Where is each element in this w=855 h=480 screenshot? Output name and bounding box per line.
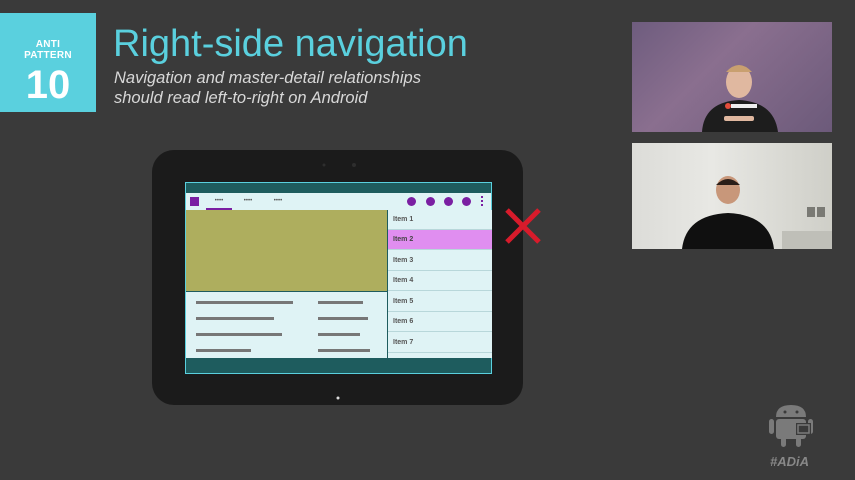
list-item[interactable]: Item 3 <box>388 251 492 271</box>
badge-line1: ANTI <box>35 39 61 50</box>
list-item-selected[interactable]: Item 2 <box>388 230 492 250</box>
tab-2[interactable]: •••• <box>243 198 253 204</box>
text-line <box>196 333 282 336</box>
action-icon-4[interactable] <box>462 197 471 206</box>
android-logo-icon <box>769 405 813 447</box>
list-item[interactable]: Item 1 <box>388 210 492 230</box>
presenter-2-figure <box>682 176 832 249</box>
overflow-menu-icon[interactable] <box>481 196 483 207</box>
text-line <box>318 333 360 336</box>
wrong-x-icon <box>505 208 541 244</box>
text-line <box>196 349 251 352</box>
badge-label: ANTI PATTERN <box>0 39 96 61</box>
action-bar: •••• •••• •••• <box>186 193 491 210</box>
list-item[interactable]: Item 4 <box>388 271 492 291</box>
status-bar <box>186 183 491 193</box>
slide-subtitle: Navigation and master-detail relationshi… <box>114 69 421 107</box>
navigation-list: Item 1 Item 2 Item 3 Item 4 Item 5 Item … <box>388 210 492 358</box>
text-line <box>318 317 368 320</box>
anti-pattern-badge: ANTI PATTERN 10 <box>0 13 96 112</box>
text-line <box>196 301 293 304</box>
badge-number: 10 <box>25 63 71 107</box>
badge-line2: PATTERN <box>24 50 72 61</box>
slide-title: Right-side navigation <box>113 23 468 65</box>
text-line <box>318 349 370 352</box>
list-item[interactable]: Item 7 <box>388 333 492 353</box>
hashtag-label: #ADiA <box>770 454 810 469</box>
action-icon-1[interactable] <box>407 197 416 206</box>
presenter-video-2 <box>632 143 832 249</box>
tab-1[interactable]: •••• <box>206 195 232 210</box>
detail-text-area <box>186 292 387 360</box>
tablet-details <box>322 163 356 400</box>
text-line <box>196 317 274 320</box>
presenter-video-1 <box>632 22 832 132</box>
presenter-1-figure <box>702 65 778 132</box>
tab-3[interactable]: •••• <box>273 198 283 204</box>
detail-image-area <box>186 210 387 291</box>
action-icon-2[interactable] <box>426 197 435 206</box>
tablet-screen: •••• •••• •••• Item 1 Item 2 Item 3 Item… <box>185 182 492 374</box>
text-line <box>318 301 363 304</box>
app-icon <box>190 197 199 206</box>
navigation-bar <box>186 358 491 373</box>
list-item[interactable]: Item 5 <box>388 292 492 312</box>
list-item[interactable]: Item 6 <box>388 312 492 332</box>
action-icon-3[interactable] <box>444 197 453 206</box>
